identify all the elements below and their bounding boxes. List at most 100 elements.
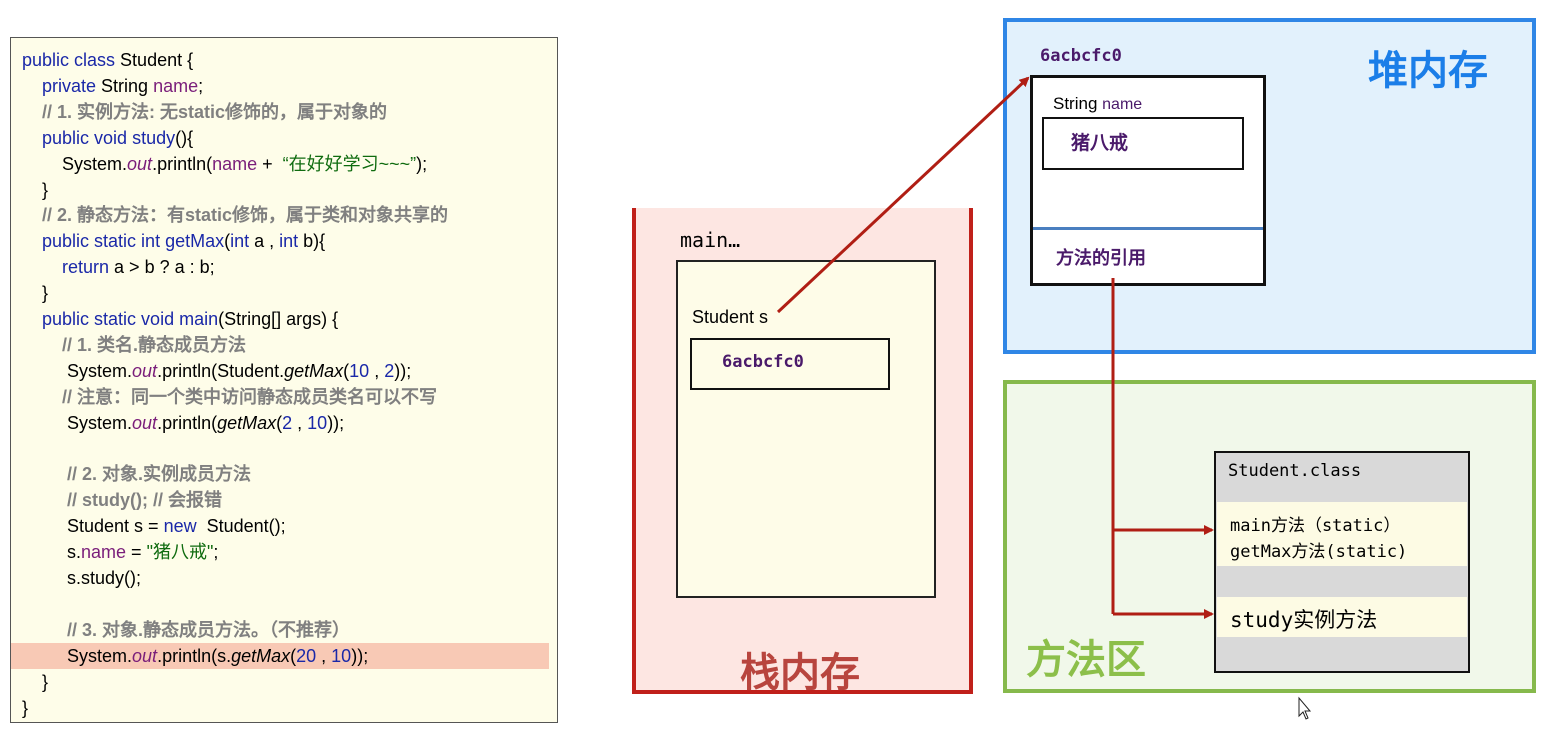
code-line: } [11,695,557,721]
code-line: Student s = new Student(); [11,513,557,539]
code-token: main [179,309,219,329]
code-line: public static int getMax(int a , int b){ [11,228,557,254]
code-token: System. [22,412,133,433]
code-token: "猪八戒" [146,542,214,563]
code-token: , [316,645,332,666]
code-line: // 1. 实例方法: 无static修饰的，属于对象的 [11,99,557,125]
code-token: private [42,75,102,96]
instance-methods-box [1217,597,1467,637]
code-token: // 注意：同一个类中访问静态成员类名可以不写 [62,386,438,407]
code-token: return [62,257,115,278]
code-token: (String[] args) { [218,309,339,329]
instance-method-study: study实例方法 [1230,608,1378,632]
code-line: System.out.println(Student.getMax(10 , 2… [11,358,557,384]
class-name: Student.class [1228,461,1362,481]
code-token: // 1. 实例方法: 无static修饰的，属于对象的 [42,101,388,122]
main-stack-frame [676,260,936,598]
code-line: // study(); // 会报错 [11,487,557,513]
code-token: getMax [217,412,277,433]
code-line: public static void main(String[] args) { [11,306,557,332]
code-token: s.study(); [22,568,142,588]
code-token: ( [224,231,231,252]
code-line: private String name; [11,73,557,99]
code-line: return a > b ? a : b; [11,254,557,280]
name-field-value: 猪八戒 [1071,133,1129,154]
code-token: , [369,360,385,381]
code-token: } [22,671,49,692]
code-line: public class Student { [11,47,557,73]
code-token: Student s = [22,516,164,537]
code-token: } [22,283,49,304]
code-token: (){ [175,127,194,148]
student-variable-label: Student s [692,307,769,327]
code-token: study [132,127,176,148]
code-token: b){ [303,231,326,252]
code-line: s.study(); [11,565,557,591]
code-token: ( [276,412,283,433]
object-divider [1033,227,1263,230]
code-token: // 1. 类名.静态成员方法 [62,334,247,355]
code-token: getMax [231,645,291,666]
code-token: getMax [284,360,344,381]
student-object [1030,75,1266,286]
code-token: System. [22,645,133,666]
code-token: public static void [42,309,180,329]
method-area-title: 方法区 [1026,637,1146,683]
code-token: out [132,412,158,433]
heap-memory-title: 堆内存 [1368,48,1488,94]
code-line: } [11,669,557,695]
code-token: name [212,153,258,174]
code-line: // 注意：同一个类中访问静态成员类名可以不写 [11,384,557,410]
code-token: } [22,179,49,200]
main-frame-label: main… [680,228,741,252]
code-line: System.out.println(name + “在好好学习~~~”); [11,151,557,177]
code-line: public void study(){ [11,125,557,151]
code-token: out [127,153,153,174]
code-line: } [11,280,557,306]
code-token: // 2. 静态方法：有static修饰，属于类和对象共享的 [42,205,449,226]
code-token: out [132,645,158,666]
code-token: int [230,231,255,252]
code-token: ( [290,645,297,666]
code-token: 10 [349,360,370,381]
code-token: 10 [331,645,352,666]
code-token: ); [416,153,428,174]
student-variable-address: 6acbcfc0 [722,352,804,372]
code-token: out [132,360,158,381]
code-token: .println( [152,153,213,174]
stack-memory-title: 栈内存 [740,650,860,696]
code-token: public static int [42,231,166,252]
code-line: s.name = "猪八戒"; [11,539,557,565]
field-type: String [1053,94,1103,113]
code-token: .println(s. [157,645,232,666]
code-token: name [153,75,199,96]
code-token: a , [254,231,280,252]
code-token: ; [213,542,219,563]
code-token: )); [394,360,412,381]
static-method-main: main方法（static） [1230,516,1401,536]
code-token: new [163,516,207,537]
code-line: System.out.println(s.getMax(20 , 10)); [11,642,549,669]
code-token: int [279,231,304,252]
code-line: // 1. 类名.静态成员方法 [11,332,557,358]
code-token: public class [22,50,121,70]
code-line: // 2. 对象.实例成员方法 [11,461,557,487]
code-line: System.out.println(getMax(2 , 10)); [11,410,557,436]
code-token: System. [22,153,128,174]
code-token: name [81,542,127,563]
code-token: 2 [384,360,395,381]
code-line: // 3. 对象.静态成员方法。（不推荐） [11,617,557,643]
code-token: System. [22,360,133,381]
code-token: .println(Student. [157,360,285,381]
code-token: , [292,412,308,433]
code-token: = [126,542,147,563]
code-token: // 2. 对象.实例成员方法 [67,464,252,485]
code-panel [10,37,558,723]
code-token: )); [327,412,345,433]
stack-to-heap-arrow [776,76,1030,314]
name-field-slot [1042,117,1244,170]
code-token: 10 [307,412,328,433]
name-field-label: String name [1053,94,1142,114]
code-token: a > b ? a : b; [114,257,215,278]
